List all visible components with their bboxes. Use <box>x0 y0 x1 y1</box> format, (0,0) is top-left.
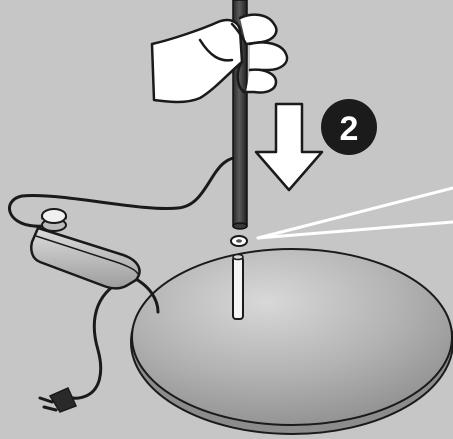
step-number: 2 <box>340 110 359 148</box>
base-socket-icon <box>233 255 243 320</box>
foot-switch-icon <box>31 209 139 288</box>
plug-icon <box>40 388 76 412</box>
round-base-icon <box>131 249 453 434</box>
down-arrow-icon <box>256 104 322 190</box>
hand-icon <box>152 15 287 102</box>
highlight-rays-icon <box>258 188 453 238</box>
step-badge: 2 <box>321 99 377 155</box>
washer-icon <box>231 236 247 246</box>
